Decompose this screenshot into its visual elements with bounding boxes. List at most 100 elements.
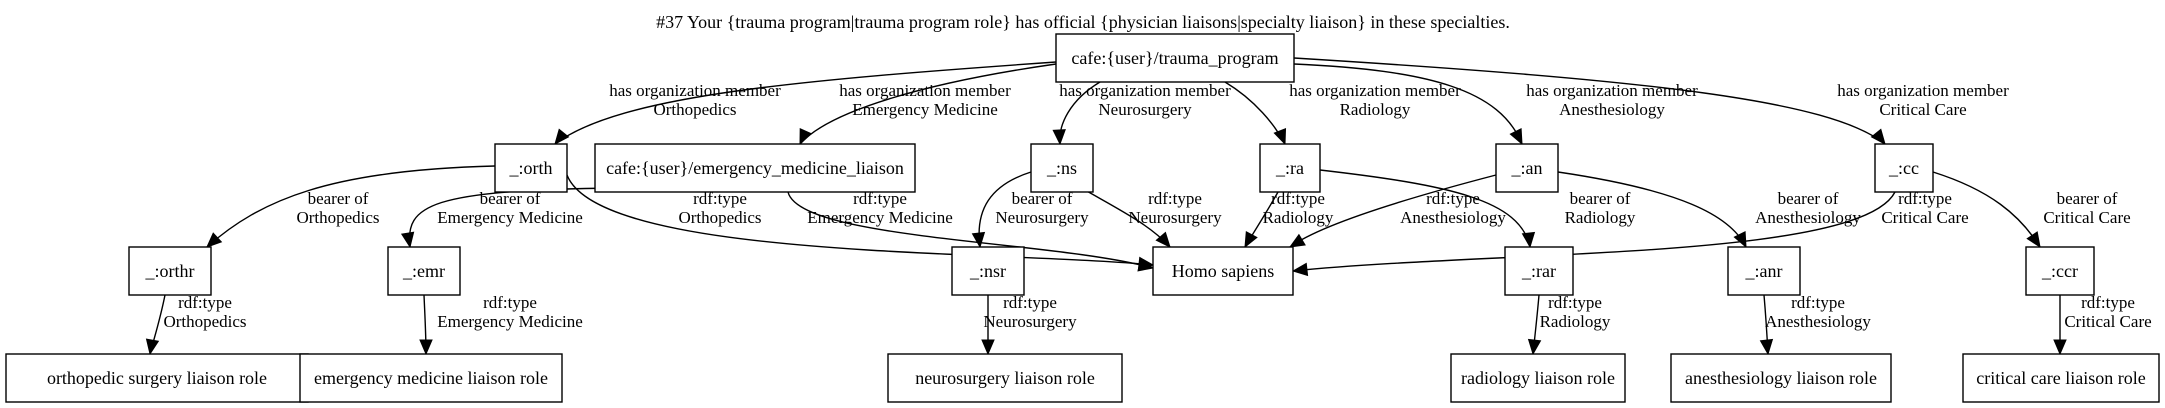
node-box: [1495, 143, 1559, 193]
node-label: critical care liaison role: [1976, 368, 2145, 388]
edge-role-cc: [2053, 295, 2067, 356]
node-label: Homo sapiens: [1172, 261, 1275, 281]
node-ns: _:ns: [1030, 143, 1094, 193]
edge-member-cc: [1293, 57, 1886, 145]
edge-type-cc: [1291, 191, 1896, 277]
edge-member-em: [799, 63, 1057, 146]
node-label: _:nsr: [969, 261, 1006, 281]
node-box: [1152, 246, 1294, 296]
node-box: [1030, 143, 1094, 193]
arrowhead-icon: [419, 339, 433, 356]
edge-type-em: [787, 191, 1155, 272]
node-label: cafe:{user}/emergency_medicine_liaison: [606, 158, 904, 178]
arrowhead-icon: [554, 128, 570, 145]
edge-line: [1289, 174, 1497, 248]
node-box: [1727, 246, 1801, 296]
arrowhead-icon: [1244, 231, 1258, 249]
edge-bearer-orth: [206, 165, 496, 248]
edge-role-em: [419, 294, 433, 356]
node-ra-role: radiology liaison role: [1450, 353, 1626, 403]
node-box: [1962, 353, 2160, 403]
node-orth: _:orth: [494, 143, 568, 193]
node-label: _:an: [1511, 158, 1543, 178]
node-an: _:an: [1495, 143, 1559, 193]
arrowhead-icon: [1273, 128, 1287, 146]
arrowhead-icon: [1870, 128, 1886, 145]
node-box: [299, 353, 563, 403]
edge-type-an: [1288, 174, 1497, 248]
arrowhead-icon: [799, 128, 813, 146]
node-box: [594, 143, 916, 193]
edge-type-ra: [1244, 191, 1279, 249]
arrowhead-icon: [1759, 338, 1774, 356]
edge-member-ra: [1224, 81, 1287, 146]
arrowhead-icon: [1052, 129, 1066, 146]
node-label: _:ns: [1046, 158, 1077, 178]
node-box: [128, 246, 212, 296]
edge-line: [787, 191, 1154, 269]
edge-member-orth: [554, 61, 1057, 145]
node-box: [1055, 33, 1295, 83]
node-box: [1259, 143, 1321, 193]
node-label: emergency medicine liaison role: [314, 368, 548, 388]
arrowhead-icon: [1155, 231, 1171, 248]
edge-role-an: [1759, 294, 1774, 356]
node-orthr: _:orthr: [128, 246, 212, 296]
node-label: _:orth: [509, 158, 553, 178]
node-label: _:emr: [402, 261, 445, 281]
node-ra: _:ra: [1259, 143, 1321, 193]
node-em: cafe:{user}/emergency_medicine_liaison: [594, 143, 916, 193]
edge-line: [1292, 191, 1896, 272]
node-label: _:orthr: [145, 261, 195, 281]
node-box: [1504, 246, 1574, 296]
arrowhead-icon: [1527, 338, 1542, 356]
node-box: [5, 353, 309, 403]
node-box: [1450, 353, 1626, 403]
arrowhead-icon: [206, 232, 223, 248]
edge-member-an: [1293, 63, 1523, 146]
arrowhead-icon: [981, 339, 995, 356]
arrowhead-icon: [971, 231, 986, 249]
node-label: neurosurgery liaison role: [915, 368, 1095, 388]
node-label: _:ccr: [2041, 261, 2078, 281]
node-emr: _:emr: [387, 246, 461, 296]
arrowhead-icon: [1521, 231, 1536, 249]
node-homo: Homo sapiens: [1152, 246, 1294, 296]
node-rar: _:rar: [1504, 246, 1574, 296]
arrowhead-icon: [145, 338, 160, 356]
node-cc: _:cc: [1874, 143, 1934, 193]
arrowhead-icon: [1137, 258, 1155, 272]
node-ns-role: neurosurgery liaison role: [887, 353, 1123, 403]
node-box: [387, 246, 461, 296]
node-box: [887, 353, 1123, 403]
node-ccr: _:ccr: [2025, 246, 2095, 296]
diagram-title: #37 Your {trauma program|trauma program …: [656, 12, 1510, 32]
arrowhead-icon: [400, 231, 415, 249]
node-box: [951, 246, 1025, 296]
arrowhead-icon: [2026, 231, 2041, 249]
edge-line: [1293, 57, 1886, 145]
edge-role-ra: [1527, 294, 1542, 356]
edge-role-ns: [981, 295, 995, 356]
arrowhead-icon: [1733, 231, 1747, 249]
